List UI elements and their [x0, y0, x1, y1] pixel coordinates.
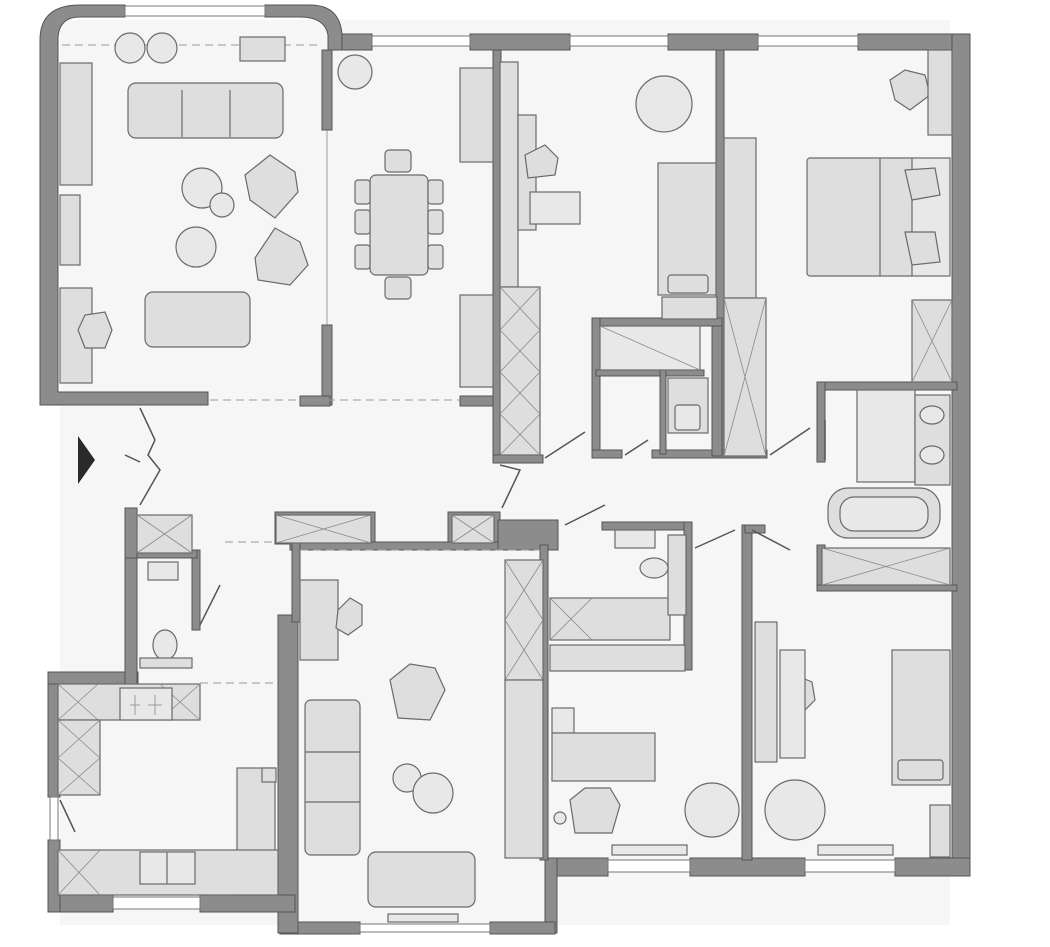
small-bath-fixtures — [599, 325, 709, 434]
living-room-furniture — [59, 32, 309, 384]
windows — [49, 5, 896, 933]
bedroom-3-furniture — [754, 621, 951, 858]
corridor-closets — [275, 514, 544, 859]
toilet-2-fixtures — [614, 529, 687, 616]
kitchen-furniture — [57, 683, 279, 896]
bedroom-1-furniture — [499, 61, 718, 456]
entry-arrow-icon — [78, 436, 95, 484]
study-lounge-furniture — [299, 579, 476, 923]
outer-walls — [39, 4, 971, 935]
doors — [59, 407, 826, 833]
bedroom-2-furniture — [723, 49, 953, 457]
wc-left-fixtures — [136, 514, 193, 669]
master-bath-fixtures — [821, 389, 951, 586]
dining-furniture — [337, 54, 494, 388]
bedroom-4-furniture — [549, 597, 740, 856]
